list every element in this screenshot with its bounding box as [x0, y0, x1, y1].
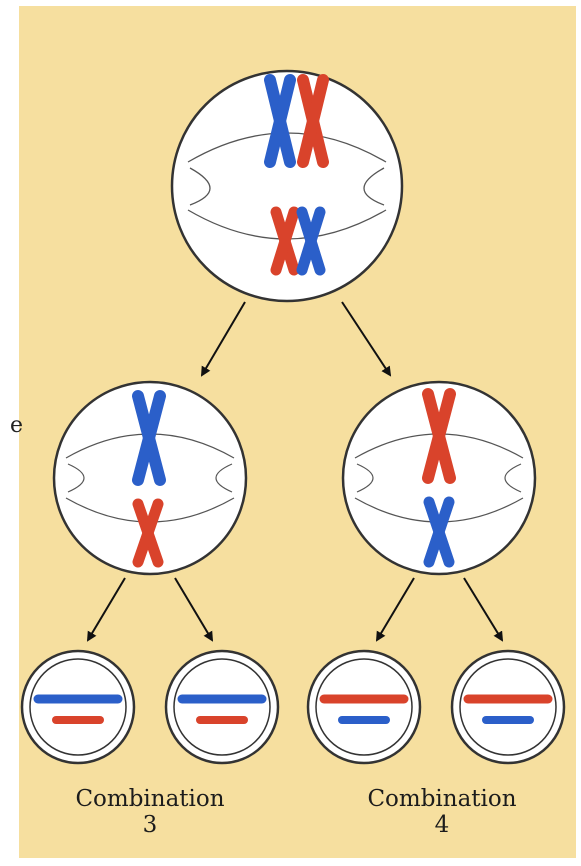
gamete-cell — [20, 649, 136, 765]
arrow-icon — [463, 577, 504, 642]
chromosome-icon — [296, 206, 326, 276]
combination-word: Combination — [75, 786, 225, 812]
combination-number: 4 — [434, 812, 450, 838]
daughter-cell-right — [341, 380, 537, 576]
combination-number: 3 — [142, 812, 158, 838]
gamete-cell — [306, 649, 422, 765]
parent-cell — [170, 69, 404, 303]
chromosome-icon — [132, 498, 164, 568]
cropped-text-fragment: e — [10, 413, 24, 438]
arrow-icon — [86, 577, 126, 642]
chromosome-icon — [132, 390, 166, 486]
chromosome-icon — [264, 74, 296, 168]
combination-label-left: Combination 3 — [40, 786, 260, 838]
gamete-cell — [164, 649, 280, 765]
arrow-icon — [375, 577, 415, 642]
combination-word: Combination — [367, 786, 517, 812]
chromosome-pair-top — [264, 74, 329, 168]
gamete-cell — [450, 649, 566, 765]
combination-label-right: Combination 4 — [332, 786, 552, 838]
arrow-icon — [174, 577, 214, 642]
chromosome-icon — [423, 496, 455, 568]
chromosome-pair-bottom — [270, 206, 326, 276]
daughter-cell-left — [52, 380, 248, 576]
chromosome-icon — [270, 206, 300, 276]
chromosome-icon — [297, 74, 329, 168]
arrow-icon — [200, 301, 246, 377]
chromosome-icon — [422, 388, 456, 484]
arrow-icon — [341, 301, 392, 377]
